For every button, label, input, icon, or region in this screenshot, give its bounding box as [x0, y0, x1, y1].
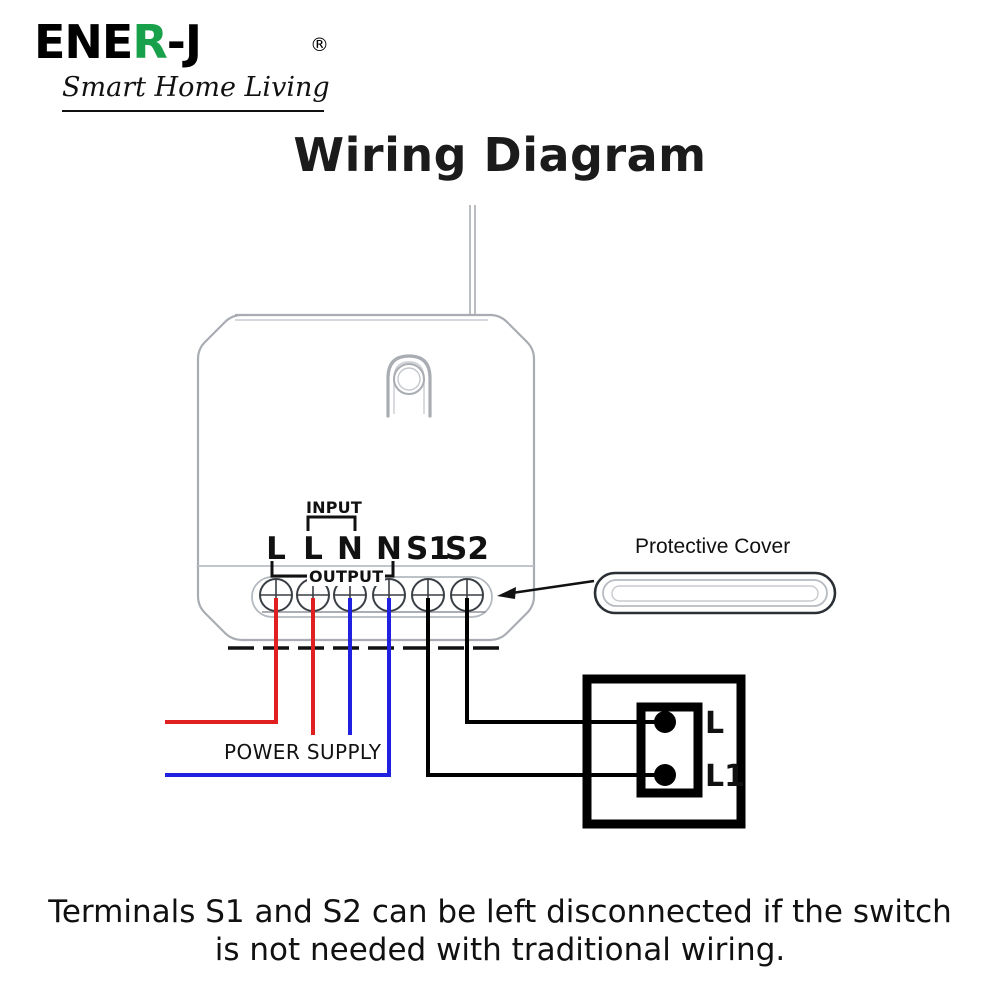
footnote-text: Terminals S1 and S2 can be left disconne…	[48, 894, 952, 968]
output-bracket-label: OUTPUT	[307, 567, 386, 586]
terminal-label-1: L	[266, 531, 286, 567]
brand-name-part1: ENE	[34, 15, 133, 69]
terminal-label-4: N	[376, 531, 402, 567]
switch-terminal-label-l1: L1	[705, 759, 745, 794]
protective-cover-leader-arrow	[497, 579, 595, 599]
brand-name-part2: R	[132, 15, 167, 69]
power-supply-label: POWER SUPPLY	[224, 740, 382, 764]
input-bracket-label: INPUT	[306, 498, 362, 517]
brand-underline-divider	[62, 110, 324, 112]
device-body	[196, 313, 536, 642]
page-title: Wiring Diagram	[293, 128, 707, 182]
protective-cover[interactable]	[593, 571, 837, 615]
switch-box[interactable]	[582, 674, 746, 829]
brand-tagline: Smart Home Living	[62, 72, 330, 103]
output-bracket-left	[270, 561, 307, 578]
terminal-label-5: S1	[406, 531, 450, 567]
terminal-screw-3[interactable]	[333, 578, 367, 612]
brand-wordmark: ENER-J	[34, 18, 334, 66]
brand-logo: ENER-J ® Smart Home Living	[34, 18, 364, 114]
terminal-label-6: S2	[445, 531, 489, 567]
protective-cover-label: Protective Cover	[635, 535, 791, 558]
input-bracket	[306, 515, 357, 531]
wire-output-live	[165, 598, 278, 724]
reset-button[interactable]	[386, 354, 432, 418]
switch-contact-l1[interactable]	[654, 764, 676, 786]
wire-output-neutral	[165, 598, 391, 777]
terminal-screw-6[interactable]	[450, 578, 484, 612]
switch-terminal-label-l: L	[705, 706, 725, 741]
wire-s2-to-l	[465, 598, 665, 724]
switch-contact-l[interactable]	[654, 711, 676, 733]
terminal-label-3: N	[337, 531, 363, 567]
registered-trademark-icon: ®	[310, 34, 329, 56]
terminal-label-2: L	[303, 531, 323, 567]
brand-name-part3: -J	[166, 15, 202, 69]
